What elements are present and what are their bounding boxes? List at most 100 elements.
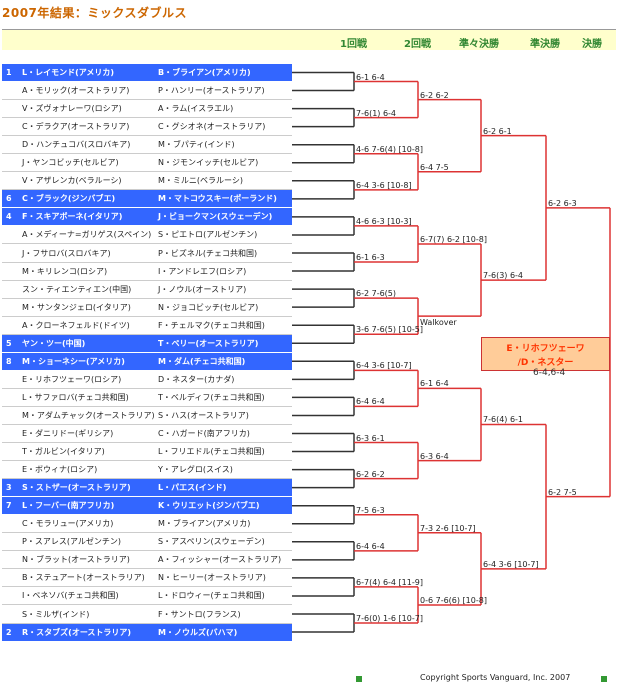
player-left: L・レイモンド(アメリカ) <box>22 68 115 77</box>
round-header-qf: 準々決勝 <box>459 39 499 50</box>
r2-score: 6-2 6-2 <box>420 90 449 100</box>
player-left: R・スタブズ(オーストラリア) <box>22 627 132 637</box>
team-row: V・ズヴォナレーワ(ロシア)A・ラム(イスラエル) <box>2 100 292 117</box>
row-separator <box>2 99 292 101</box>
team-row: M・サンタンジェロ(イタリア)N・ジョコビッチ(セルビア) <box>2 299 292 316</box>
team-row: A・クローネフェルド(ドイツ)F・チェルマク(チェコ共和国) <box>2 317 292 334</box>
row-separator <box>2 586 292 588</box>
player-right: D・ネスター(カナダ) <box>158 374 235 384</box>
row-separator <box>2 135 292 137</box>
r1-score: 6-2 6-2 <box>356 469 385 479</box>
row-separator <box>2 315 292 317</box>
player-left: P・スアレス(アルゼンチン) <box>22 537 121 547</box>
row-separator <box>2 532 292 534</box>
player-right: M・ブパティ(インド) <box>158 140 235 150</box>
team-row: J・フサロバ(スロバキア) P・ビズネル(チェコ共和国) <box>2 245 292 262</box>
footer-square-right <box>601 676 607 682</box>
player-left: L・フーバー(南アフリカ) <box>22 501 115 511</box>
r1-score: 7-5 6-3 <box>356 505 385 515</box>
player-right: C・グシオネ(オーストラリア) <box>158 122 266 132</box>
player-right: F・チェルマク(チェコ共和国) <box>158 320 265 330</box>
player-left: J・フサロバ(スロバキア) <box>22 248 111 258</box>
player-right: M・マトコウスキー(ポーランド) <box>158 194 277 204</box>
player-left: M・サンタンジェロ(イタリア) <box>22 302 131 312</box>
player-left: E・ボウィナ(ロシア) <box>22 465 98 475</box>
player-left: E・リホフツェーワ(ロシア) <box>22 374 122 384</box>
player-right: K・ウリエット(ジンバブエ) <box>158 501 260 511</box>
player-left: L・サファロバ(チェコ共和国) <box>22 392 129 402</box>
player-right: P・ハンリー(オーストラリア) <box>158 86 265 96</box>
player-left: スン・ティエンティエン(中国) <box>22 284 132 294</box>
sf-score: 6-2 6-3 <box>548 198 577 208</box>
player-left: N・ブラット(オーストラリア) <box>22 555 130 565</box>
row-separator <box>2 297 292 299</box>
player-right: J・ノウル(オーストリア) <box>158 284 247 294</box>
player-right: C・ハガード(南アフリカ) <box>158 429 250 438</box>
row-separator <box>2 460 292 462</box>
team-row: M・キリレンコ(ロシア)I・アンドレエフ(ロシア) <box>2 263 292 280</box>
player-right: Y・アレグロ(スイス) <box>158 465 233 475</box>
r1-score: 6-7(4) 6-4 [11-9] <box>356 577 423 587</box>
qf-score: 6-4 3-6 [10-7] <box>483 559 539 569</box>
player-right: P・ビズネル(チェコ共和国) <box>158 248 258 258</box>
champion-name-2: /D・ネスター <box>517 358 574 368</box>
r1-score: 6-4 3-6 [10-8] <box>356 180 412 190</box>
row-separator <box>2 153 292 155</box>
round-header-r1: 1回戦 <box>340 39 367 50</box>
r1-score: 6-4 6-4 <box>356 397 385 407</box>
round-header-final: 決勝 <box>582 39 602 50</box>
player-left: D・ハンチュコバ(スロバキア) <box>22 140 131 150</box>
player-left: S・ミルザ(インド) <box>22 609 90 619</box>
row-separator <box>2 442 292 443</box>
player-right: N・ヒーリー(オーストラリア) <box>158 573 266 583</box>
row-separator <box>2 550 292 552</box>
player-left: S・ストザー(オーストラリア) <box>22 483 131 493</box>
player-left: A・モリック(オーストラリア) <box>22 86 130 96</box>
player-right: L・パエス(インド) <box>158 483 227 493</box>
team-row: 4 F・スキアボーネ(イタリア) J・ビョークマン(スウェーデン) <box>2 208 292 226</box>
team-row: V・アザレンカ(ベラルーシ)M・ミルニ(ベラルーシ) <box>2 172 292 189</box>
player-left: V・ズヴォナレーワ(ロシア) <box>22 104 122 114</box>
player-left: F・スキアボーネ(イタリア) <box>22 212 123 222</box>
r2-score: 6-1 6-4 <box>420 379 449 389</box>
team-row: A・メディーナ=ガリゲス(スペイン)S・ピエトロ(アルゼンチン) <box>2 226 292 243</box>
player-right: B・ブライアン(アメリカ) <box>158 68 251 77</box>
row-separator <box>2 405 292 407</box>
player-right: J・ビョークマン(スウェーデン) <box>158 212 273 222</box>
team-row: C・デラクア(オーストラリア)C・グシオネ(オーストラリア) <box>2 118 292 135</box>
player-left: J・ヤンコビッチ(セルビア) <box>22 158 119 168</box>
seed-number: 3 <box>6 483 12 493</box>
row-separator <box>2 189 292 191</box>
team-row: A・モリック(オーストラリア) P・ハンリー(オーストラリア) <box>2 82 292 99</box>
player-right: M・ダム(チェコ共和国) <box>158 356 246 366</box>
sf-score: 6-2 7-5 <box>548 487 577 497</box>
r1-score: 6-2 7-6(5) <box>356 289 397 299</box>
r2-score: 7-3 2-6 [10-7] <box>420 523 476 533</box>
player-left: ヤン・ツー(中国) <box>22 338 86 348</box>
team-row: スン・ティエンティエン(中国) J・ノウル(オーストリア) <box>2 281 292 298</box>
r1-score: 6-4 6-4 <box>356 541 385 551</box>
seed-number: 1 <box>6 68 12 77</box>
row-separator <box>2 604 292 606</box>
team-row: E・ダニリドー(ギリシア)C・ハガード(南アフリカ) <box>2 425 292 442</box>
player-left: C・ブラック(ジンバブエ) <box>22 194 116 204</box>
team-row: L・サファロバ(チェコ共和国)T・ベルディフ(チェコ共和国) <box>2 389 292 406</box>
team-row: E・ボウィナ(ロシア) Y・アレグロ(スイス) <box>2 461 292 478</box>
r1-score: 6-4 3-6 [10-7] <box>356 361 412 371</box>
team-row: 1 L・レイモンド(アメリカ) B・ブライアン(アメリカ) <box>2 64 292 81</box>
copyright: Copyright Sports Vanguard, Inc. 2007 <box>420 673 571 682</box>
team-row: 3 S・ストザー(オーストラリア) L・パエス(インド) <box>2 479 292 497</box>
player-right: T・ペリー(オーストラリア) <box>158 338 259 348</box>
round-header-sf: 準決勝 <box>530 39 560 50</box>
champion-name-1: E・リホフツェーワ <box>506 344 585 354</box>
player-right: I・アンドレエフ(ロシア) <box>158 266 247 276</box>
player-right: F・サントロ(フランス) <box>158 609 241 619</box>
row-separator <box>2 243 292 245</box>
team-row: B・ステュアート(オーストラリア)N・ヒーリー(オーストラリア) <box>2 569 292 586</box>
seed-number: 7 <box>6 501 12 511</box>
seed-number: 4 <box>6 212 12 222</box>
player-right: M・ノウルズ(バハマ) <box>158 627 238 637</box>
seed-number: 8 <box>6 356 12 366</box>
player-right: L・フリエドル(チェコ共和国) <box>158 447 265 457</box>
